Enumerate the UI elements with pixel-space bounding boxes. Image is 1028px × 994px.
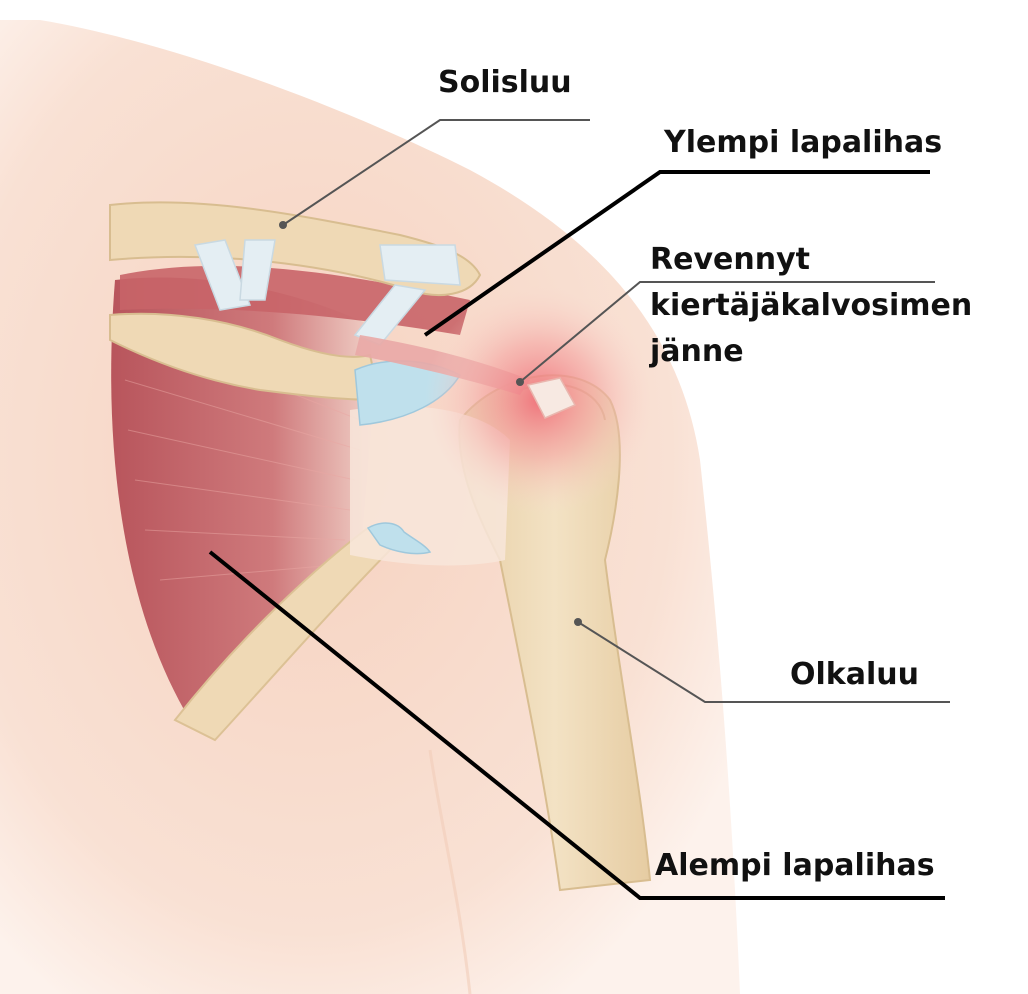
label-revennyt-line2: kiertäjäkalvosimen: [650, 283, 972, 329]
label-revennyt-line3: jänne: [650, 329, 972, 375]
label-revennyt-line1: Revennyt: [650, 237, 972, 283]
label-olkaluu: Olkaluu: [790, 656, 919, 694]
label-alempi-lapalihas: Alempi lapalihas: [655, 847, 935, 885]
leader-dot-solisluu: [279, 221, 287, 229]
label-ylempi-lapalihas: Ylempi lapalihas: [664, 124, 942, 162]
leader-dot-olkaluu: [574, 618, 582, 626]
label-revennyt-jaenne: Revennyt kiertäjäkalvosimen jänne: [650, 237, 972, 375]
label-solisluu: Solisluu: [438, 64, 572, 102]
leader-dot-revennyt: [516, 378, 524, 386]
